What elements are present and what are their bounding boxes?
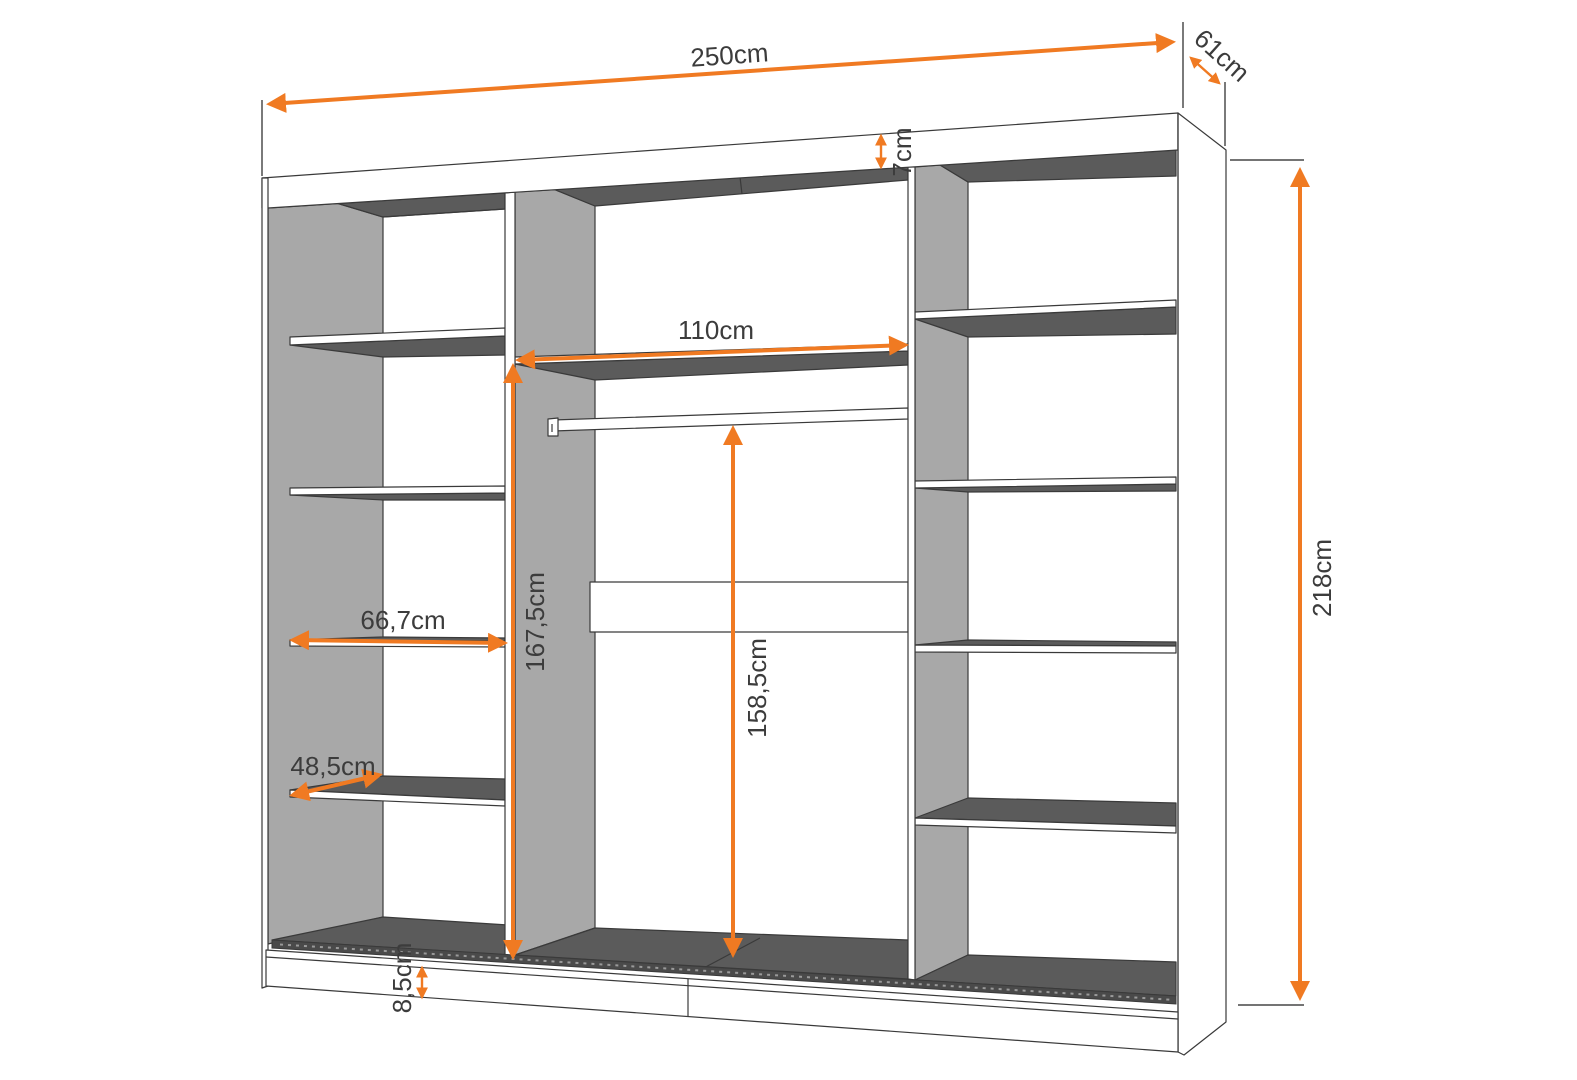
left-shelf-2 — [289, 485, 506, 501]
shelf-depth-arrow — [289, 768, 383, 802]
right-compartment — [914, 149, 1177, 997]
left-side-front-edge — [261, 177, 269, 989]
depth-label: 61cm — [1188, 23, 1255, 88]
plinth-front — [265, 949, 1179, 1053]
rail-shelf-width-label: 110cm — [678, 315, 754, 345]
wardrobe — [261, 112, 1227, 1056]
shelf-depth-label: 48,5cm — [290, 751, 375, 781]
hanging-rail-bar — [552, 407, 909, 432]
height-label: 218cm — [1307, 539, 1337, 617]
door-rail-strip — [271, 939, 1177, 1005]
right-shelf-3-front — [914, 644, 1177, 654]
shelf-width-label: 66,7cm — [360, 605, 445, 635]
middle-top-seam — [739, 176, 743, 195]
dimension-labels: 250cm 61cm 7cm 110cm 218cm 167,5cm 158,5… — [290, 23, 1337, 1014]
depth-arrow — [1189, 56, 1221, 85]
left-side-inner-face — [267, 202, 384, 945]
right-side-panel — [1177, 112, 1227, 1056]
hanging-rail-bracket — [547, 417, 559, 437]
center-clearance-label: 167,5cm — [520, 572, 550, 672]
sliding-door-rail — [271, 939, 1177, 1005]
rail-shelf-width-arrow — [515, 335, 909, 370]
dimension-arrows — [266, 33, 1310, 1001]
left-shelf-2-front — [289, 485, 506, 496]
width-arrow — [266, 33, 1176, 113]
left-back-edge — [382, 208, 506, 218]
shelf-width-arrow — [289, 630, 508, 653]
rail-height-label: 158,5cm — [742, 638, 772, 738]
left-compartment — [267, 192, 509, 956]
middle-drawer-panel — [589, 581, 909, 633]
right-shelf-2 — [914, 476, 1177, 493]
door-rail-hatch — [279, 943, 1173, 1001]
right-divider-inner-face — [914, 164, 969, 981]
width-label: 250cm — [689, 37, 769, 72]
top-panel-label: 7cm — [887, 127, 917, 176]
extension-lines — [261, 22, 1304, 1006]
hanging-rail — [547, 407, 909, 437]
right-shelf-3 — [914, 639, 1177, 654]
middle-compartment — [514, 166, 909, 980]
right-divider-front-edge — [907, 166, 916, 981]
plinth-label: 8,5cm — [387, 943, 417, 1014]
